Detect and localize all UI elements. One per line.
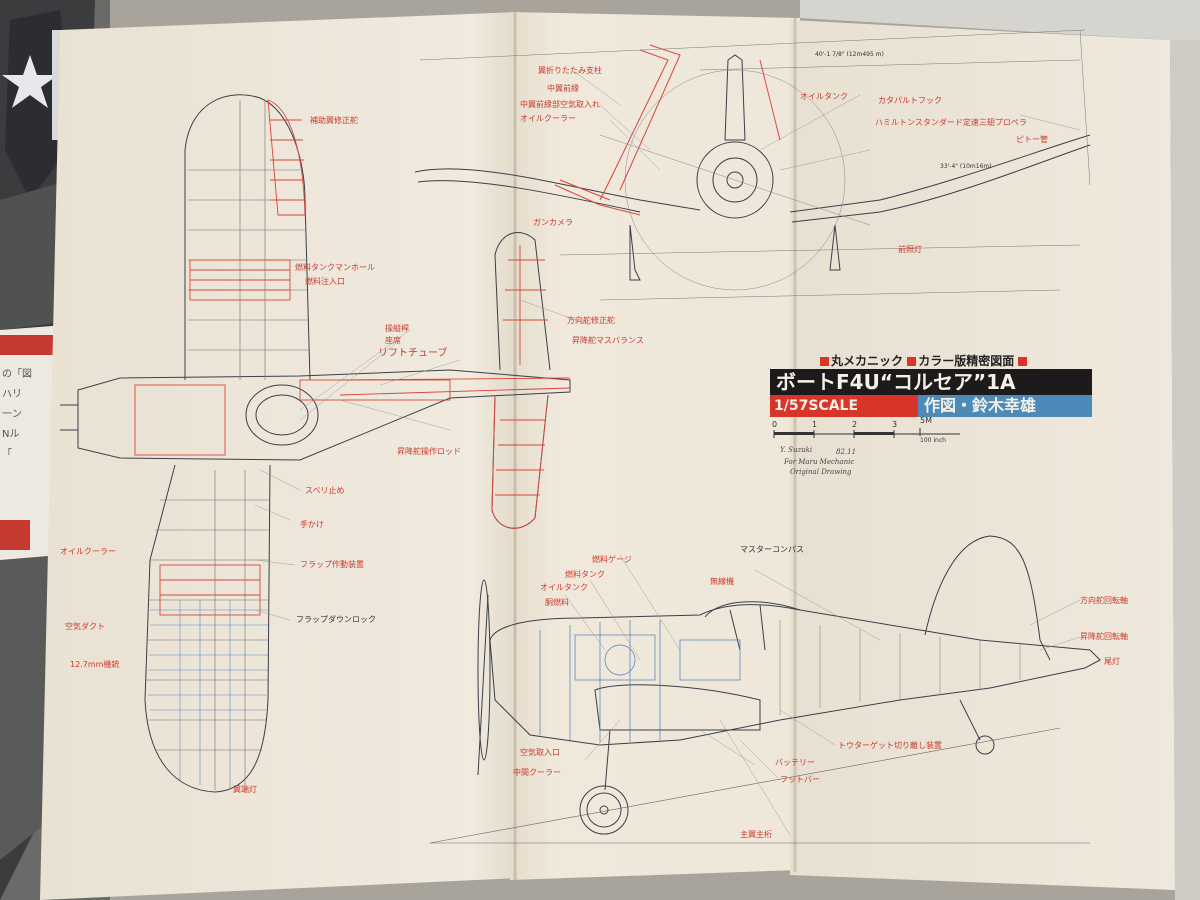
label-plan-oil-cooler: オイルクーラー — [60, 547, 116, 556]
label-rudder-trim: 方向舵修正舵 — [567, 316, 615, 325]
scale-mark-0: 0 — [772, 420, 778, 429]
label-main-tank: 胴燃料 — [545, 598, 569, 607]
drawing-author: 作図・鈴木幸雄 — [918, 395, 1092, 417]
label-fuel-tank-hatch: 燃料タンクマンホール — [295, 263, 375, 272]
label-elevator-balance: 昇降舵マスバランス — [572, 336, 644, 345]
left-page-text-3: 一ン — [2, 409, 22, 420]
label-lift-tube: リフトチューブ — [378, 348, 448, 359]
plan-view-red-details — [134, 99, 571, 616]
label-battery: バッテリー — [775, 758, 815, 767]
label-tow-target: トウターゲット切り離し装置 — [838, 741, 942, 750]
label-main-spar: 主翼主桁 — [740, 830, 772, 839]
label-center-wing-front: 中翼前縁 — [547, 84, 579, 93]
label-front-oil-tank: オイルタンク — [800, 92, 848, 101]
label-front-oil-cooler: オイルクーラー — [520, 114, 576, 123]
plan-view-blue-details — [148, 600, 268, 788]
label-span-upper: 40'-1 7/8" (12m495 m) — [815, 51, 884, 58]
signature: Y. Suzuki — [780, 446, 813, 454]
label-gun-camera: ガンカメラ — [533, 218, 573, 227]
title-block: 丸メカニック カラー版精密図面 ボートF4U“コルセア”1A 1/57SCALE… — [770, 352, 1100, 482]
label-handhold: 手かけ — [300, 520, 324, 529]
scale-mark-2: 2 — [852, 420, 858, 429]
label-propeller: ハミルトンスタンダード定速三翅プロペラ — [875, 118, 1027, 127]
signature-date: 82.11 — [836, 448, 857, 456]
label-fuel-inlet: 燃料注入口 — [305, 277, 345, 286]
signature-line-2: For Maru Mechanic — [784, 458, 855, 466]
front-view-red-details — [554, 44, 781, 216]
label-fuel-gauge: 燃料ゲージ — [592, 555, 632, 564]
label-aileron-trim: 補助翼修正舵 — [310, 116, 358, 125]
label-antislip: スベリ止め — [305, 486, 345, 495]
left-page-text-5: 「 — [2, 449, 12, 460]
label-center-wing-intake: 中翼前縁部空気取入れ — [520, 100, 600, 109]
label-ammo: 12.7mm機銃 — [70, 660, 120, 669]
red-square-icon — [820, 357, 829, 366]
label-elevator-rod: 昇降舵操作ロッド — [397, 447, 461, 456]
label-tail-light: 尾灯 — [1104, 657, 1120, 666]
scale-sub: 100 inch — [920, 437, 946, 444]
left-page-text-1: の「図 — [2, 369, 32, 380]
label-rudder-hinge: 方向舵回転軸 — [1080, 596, 1128, 605]
side-view-drawing — [429, 535, 1101, 844]
left-page-text-2: ハリ — [2, 389, 22, 400]
red-square-icon — [1018, 357, 1028, 366]
label-span-lower: 33'-4" (10m16m) — [940, 163, 992, 170]
red-square-icon — [907, 357, 917, 366]
drawing-scale: 1/57SCALE — [770, 395, 918, 417]
label-seat: 座席 — [385, 336, 401, 345]
label-inter-cooler: 中間クーラー — [513, 768, 561, 777]
front-view-dimensions — [419, 29, 1091, 301]
label-control-stick: 操縦桿 — [385, 324, 409, 333]
label-wingtip-light: 翼端灯 — [233, 785, 257, 794]
label-side-oil-tank: オイルタンク — [540, 583, 588, 592]
label-pitot: ピトー管 — [1016, 135, 1048, 144]
series-2: カラー版精密図面 — [918, 354, 1015, 368]
scale-mark-3: 3 — [892, 420, 898, 429]
scale-bar — [773, 428, 960, 438]
leader-lines — [254, 71, 1081, 836]
label-air-intake: 空気取入口 — [520, 748, 560, 757]
signature-line-3: Original Drawing — [790, 468, 852, 476]
front-view-drawing — [414, 54, 1091, 291]
drawing-title: ボートF4U“コルセア”1A — [770, 369, 1092, 395]
label-flap-mechanism: フラップ作動装置 — [300, 560, 364, 569]
series-1: 丸メカニック — [831, 354, 904, 368]
series-line: 丸メカニック カラー版精密図面 — [820, 352, 1029, 369]
label-fuel-tank: 燃料タンク — [565, 570, 605, 579]
label-wing-fold-hinge: 翼折りたたみ支柱 — [538, 66, 602, 75]
label-flap-lock: フラップダウンロック — [296, 615, 376, 624]
label-elevator-hinge: 昇降舵回転軸 — [1080, 632, 1128, 641]
label-foot-bar: フットバー — [780, 775, 820, 784]
left-page-text-4: Nル — [2, 429, 20, 440]
scale-mark-1: 1 — [812, 420, 818, 429]
scale-mark-5m: 5M — [920, 416, 932, 425]
label-master-compass: マスターコンパス — [740, 545, 804, 554]
side-view-grey-details — [779, 620, 1021, 715]
label-nav-light: 前照灯 — [898, 245, 922, 254]
label-catapult-hook: カタパルトフック — [878, 96, 942, 105]
label-radio: 無線機 — [710, 577, 734, 586]
side-view-blue-details — [539, 620, 741, 742]
label-air-duct: 空気ダクト — [65, 622, 105, 631]
